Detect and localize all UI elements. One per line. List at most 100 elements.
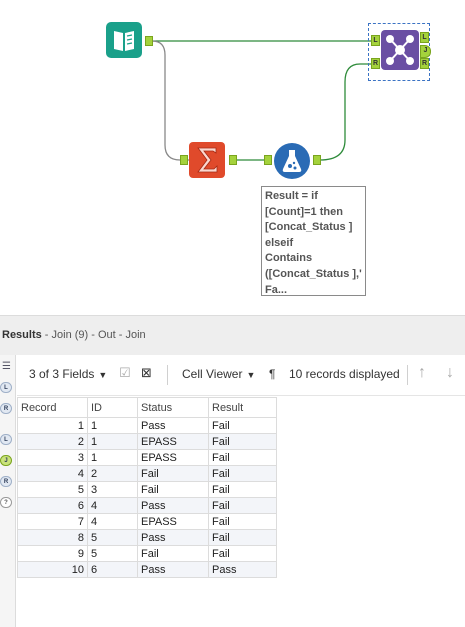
formula-output-anchor[interactable]	[313, 155, 321, 165]
cell-status[interactable]: Fail	[137, 481, 209, 498]
cell-status[interactable]: Pass	[137, 417, 209, 434]
cell-id[interactable]: 4	[87, 497, 138, 514]
chevron-down-icon: ▼	[98, 370, 108, 380]
cell-record[interactable]: 8	[17, 529, 88, 546]
cell-viewer-button[interactable]: Cell Viewer▼	[182, 367, 255, 381]
checkbox-icon[interactable]: ☑	[119, 365, 131, 380]
cell-result[interactable]: Fail	[208, 497, 277, 514]
column-header-status[interactable]: Status	[137, 397, 209, 418]
cell-record[interactable]: 9	[17, 545, 88, 562]
side-anchor-left-icon[interactable]: L	[0, 382, 12, 393]
cell-record[interactable]: 6	[17, 497, 88, 514]
side-anchor-right-icon[interactable]: R	[0, 403, 12, 414]
cell-status[interactable]: Pass	[137, 529, 209, 546]
workflow-canvas[interactable]: L R L J R Result = if [Count]=1 then [Co…	[0, 0, 465, 315]
formula-annotation: Result = if [Count]=1 then [Concat_Statu…	[261, 186, 366, 296]
side-output-join-icon[interactable]: J	[0, 455, 12, 466]
input-output-anchor[interactable]	[145, 36, 153, 46]
cell-status[interactable]: EPASS	[137, 449, 209, 466]
cell-result[interactable]: Fail	[208, 417, 277, 434]
cell-id[interactable]: 6	[87, 561, 138, 578]
cell-record[interactable]: 2	[17, 433, 88, 450]
cell-status[interactable]: Fail	[137, 465, 209, 482]
summarize-input-anchor[interactable]	[180, 155, 188, 165]
input-data-tool[interactable]	[106, 22, 142, 58]
column-header-record[interactable]: Record	[17, 397, 88, 418]
cell-id[interactable]: 1	[87, 417, 138, 434]
cell-id[interactable]: 4	[87, 513, 138, 530]
results-label: Results	[2, 329, 42, 341]
connections	[151, 40, 371, 161]
cell-record[interactable]: 3	[17, 449, 88, 466]
results-title: Results - Join (9) - Out - Join	[2, 329, 146, 341]
join-output-left-anchor[interactable]: L	[420, 32, 429, 43]
records-displayed: 10 records displayed	[289, 367, 400, 381]
arrow-down-icon[interactable]: ↓	[446, 364, 454, 381]
join-output-right-anchor[interactable]: R	[420, 58, 429, 69]
join-output-join-anchor[interactable]: J	[420, 45, 431, 58]
toolbar-divider	[407, 365, 408, 385]
cell-id[interactable]: 1	[87, 433, 138, 450]
results-toolbar: 3 of 3 Fields▼ ☑ ⊠ Cell Viewer▼ ¶ 10 rec…	[17, 355, 465, 396]
arrow-up-icon[interactable]: ↑	[418, 364, 426, 381]
cell-result[interactable]: Fail	[208, 529, 277, 546]
chevron-down-icon: ▼	[246, 370, 256, 380]
side-output-right-icon[interactable]: R	[0, 476, 12, 487]
help-icon[interactable]: ?	[0, 497, 12, 508]
flask-icon	[274, 143, 310, 179]
cell-status[interactable]: Pass	[137, 497, 209, 514]
cell-record[interactable]: 7	[17, 513, 88, 530]
results-header: Results - Join (9) - Out - Join	[0, 315, 465, 355]
cell-result[interactable]: Fail	[208, 481, 277, 498]
cell-result[interactable]: Fail	[208, 433, 277, 450]
connection-formula-to-join	[319, 63, 371, 161]
cell-status[interactable]: EPASS	[137, 433, 209, 450]
column-header-result[interactable]: Result	[208, 397, 277, 418]
cell-result[interactable]: Pass	[208, 561, 277, 578]
summarize-output-anchor[interactable]	[229, 155, 237, 165]
formula-tool[interactable]	[273, 142, 311, 180]
join-right-anchor[interactable]: R	[371, 58, 380, 69]
cell-record[interactable]: 1	[17, 417, 88, 434]
cell-status[interactable]: Pass	[137, 561, 209, 578]
results-subtitle: - Join (9) - Out - Join	[41, 329, 146, 341]
cell-id[interactable]: 1	[87, 449, 138, 466]
column-header-id[interactable]: ID	[87, 397, 138, 418]
toolbar-divider	[167, 365, 168, 385]
cell-id[interactable]: 5	[87, 545, 138, 562]
cell-record[interactable]: 10	[17, 561, 88, 578]
join-left-anchor[interactable]: L	[371, 35, 380, 46]
clear-icon[interactable]: ⊠	[141, 365, 152, 380]
cell-id[interactable]: 2	[87, 465, 138, 482]
cell-id[interactable]: 3	[87, 481, 138, 498]
fields-selector[interactable]: 3 of 3 Fields▼	[29, 367, 107, 381]
summarize-tool[interactable]	[189, 142, 225, 178]
connection-input-to-summarize	[151, 40, 189, 161]
cell-result[interactable]: Fail	[208, 545, 277, 562]
side-output-left-icon[interactable]: L	[0, 434, 12, 445]
cell-record[interactable]: 4	[17, 465, 88, 482]
cell-result[interactable]: Fail	[208, 513, 277, 530]
menu-icon[interactable]: ☰	[2, 361, 11, 372]
cell-result[interactable]: Fail	[208, 449, 277, 466]
cell-status[interactable]: Fail	[137, 545, 209, 562]
cell-record[interactable]: 5	[17, 481, 88, 498]
cell-result[interactable]: Fail	[208, 465, 277, 482]
pilcrow-icon[interactable]: ¶	[269, 367, 276, 381]
cell-id[interactable]: 5	[87, 529, 138, 546]
input-book-icon	[106, 22, 142, 58]
formula-input-anchor[interactable]	[264, 155, 272, 165]
cell-status[interactable]: EPASS	[137, 513, 209, 530]
fields-selector-label: 3 of 3 Fields	[29, 367, 95, 381]
